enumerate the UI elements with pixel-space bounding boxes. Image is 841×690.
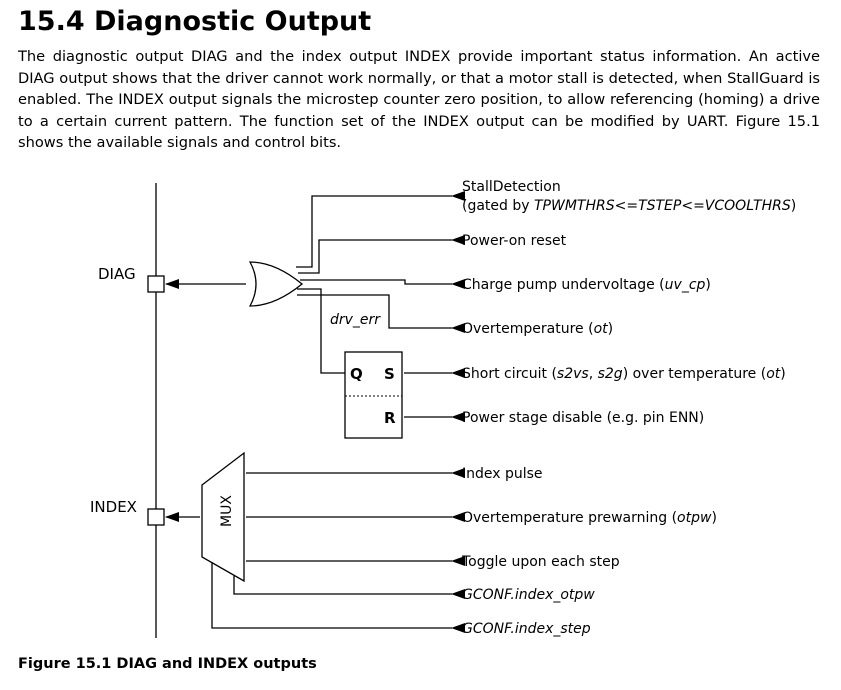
mux-block (201, 451, 245, 583)
index-pulse-label: Index pulse (462, 466, 543, 482)
chargepump-label: Charge pump undervoltage (uv_cp) (462, 277, 711, 293)
diag-pin-label: DIAG (98, 265, 136, 283)
power-stage-label: Power stage disable (e.g. pin ENN) (462, 410, 704, 426)
gconf-step-line (211, 562, 465, 633)
index-pin-box (147, 508, 165, 526)
flipflop-s-label: S (384, 365, 395, 383)
stall-input-line (296, 191, 465, 268)
overtemp-label: Overtemperature (ot) (462, 321, 613, 337)
index-pin-label: INDEX (90, 498, 137, 516)
diag-pin-box (147, 275, 165, 293)
mux-label: MUX (219, 495, 235, 527)
chargepump-input-line (300, 279, 465, 289)
poweron-input-line (298, 235, 465, 274)
gconf-otpw-label: GCONF.index_otpw (462, 587, 595, 603)
section-title: 15.4 Diagnostic Output (18, 6, 372, 37)
flipflop-r-label: R (384, 409, 396, 427)
section-paragraph: The diagnostic output DIAG and the index… (18, 48, 820, 151)
poweron-label: Power-on reset (462, 233, 567, 249)
stall-gating-label: (gated by TPWMTHRS<=TSTEP<=VCOOLTHRS) (462, 198, 796, 214)
gconf-step-label: GCONF.index_step (462, 621, 591, 637)
flipflop-q-label: Q (350, 365, 363, 383)
short-circuit-label: Short circuit (s2vs, s2g) over temperatu… (462, 366, 786, 382)
drv-err-line (297, 288, 345, 374)
sr-flipflop (344, 351, 403, 439)
prewarn-label: Overtemperature prewarning (otpw) (462, 510, 717, 526)
gconf-otpw-line (233, 575, 465, 599)
stall-label: StallDetection (462, 179, 561, 195)
figure-caption: Figure 15.1 DIAG and INDEX outputs (18, 656, 317, 672)
toggle-label: Toggle upon each step (461, 554, 620, 570)
drv-err-label: drv_err (330, 312, 381, 328)
or-gate (248, 261, 304, 307)
overtemp-input-line (297, 294, 465, 333)
